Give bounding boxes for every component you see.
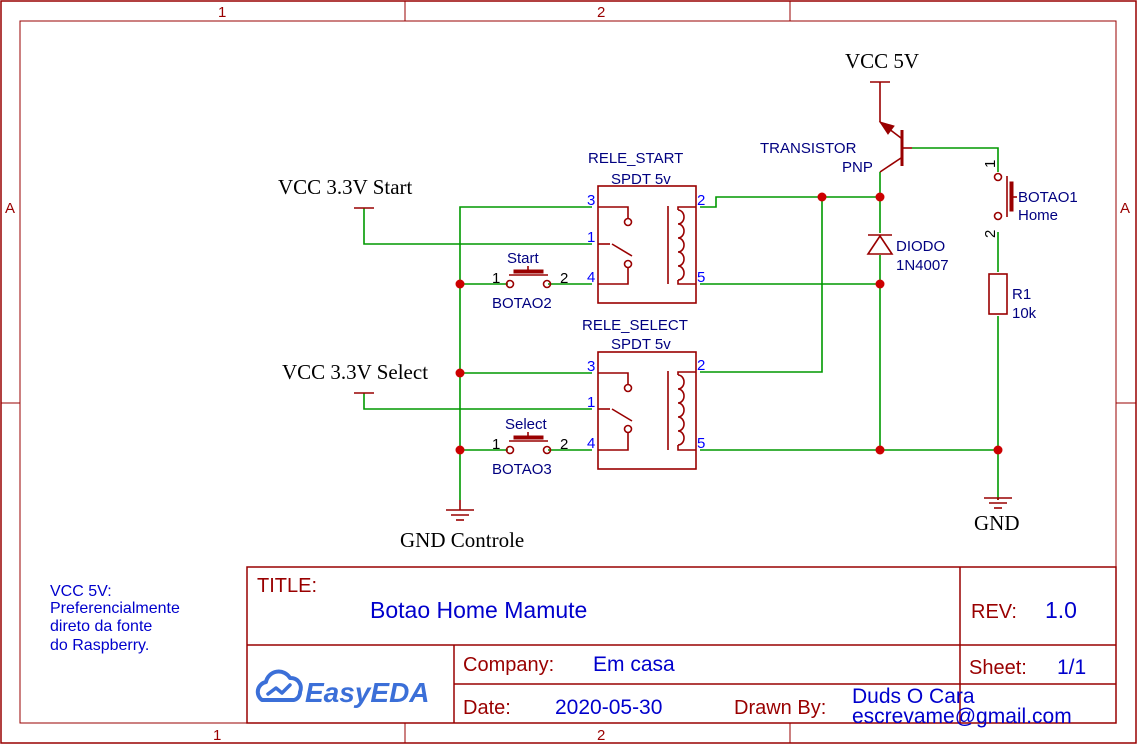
note-line: direto da fonte [50,618,152,635]
relay-select-name: RELE_SELECT [582,317,688,334]
design-note: VCC 5V: Preferencialmente direto da font… [50,583,180,654]
wires [363,147,999,500]
logo-text: EasyEDA [305,677,430,708]
frame-col-label: 1 [213,727,221,744]
relay-start-value: SPDT 5v [611,171,671,188]
resistor-r1: R1 10k [988,273,1037,322]
pin-number: 2 [697,192,705,209]
botao2-label: Start [507,250,540,267]
title-label: TITLE: [257,575,317,597]
junction-dot [455,368,465,378]
pin-number: 2 [560,270,568,287]
rev-value: 1.0 [1045,597,1077,623]
easyeda-logo: EasyEDA [255,669,430,708]
rev-label: REV: [971,601,1017,623]
pin-number: 2 [560,436,568,453]
relay-start-name: RELE_START [588,150,683,167]
pin-number: 1 [492,270,500,287]
botao2-name: BOTAO2 [492,295,552,312]
pin-number: 1 [492,436,500,453]
date-value: 2020-05-30 [555,696,662,719]
junction-dot [875,445,885,455]
transistor-pnp: TRANSISTOR PNP [760,108,912,176]
pin-number: 1 [587,229,595,246]
relay-start: 3 1 4 2 5 RELE_START SPDT 5v [587,150,705,304]
resistor-value: 10k [1012,305,1037,322]
note-line: do Raspberry. [50,637,149,654]
cloud-icon [255,669,303,702]
net-label-gnd-controle: GND Controle [400,528,524,552]
pushbutton-botao1: 1 2 BOTAO1 Home [982,160,1078,238]
frame-row-label: A [1120,200,1130,217]
note-line: Preferencialmente [50,600,180,617]
net-label-vcc33-start: VCC 3.3V Start [278,175,413,199]
relay-select-value: SPDT 5v [611,336,671,353]
date-label: Date: [463,697,511,719]
net-vcc5v: VCC 5V [845,49,919,108]
pushbutton-botao3: 1 2 Select BOTAO3 [492,416,568,478]
junction-dot [455,279,465,289]
net-label-vcc5v: VCC 5V [845,49,919,73]
frame-row-label: A [5,200,15,217]
sheet-label: Sheet: [969,657,1027,679]
botao3-label: Select [505,416,548,433]
pin-number: 3 [587,358,595,375]
junction-dot [875,279,885,289]
junctions [455,192,1003,455]
transistor-value: PNP [842,159,873,176]
frame-col-label: 1 [218,4,226,21]
net-vcc33-start: VCC 3.3V Start [278,175,413,209]
diode-value: 1N4007 [896,257,949,274]
pin-number: 4 [587,269,595,286]
junction-dot [455,445,465,455]
resistor-name: R1 [1012,286,1031,303]
botao1-value: Home [1018,207,1058,224]
net-vcc33-select: VCC 3.3V Select [282,360,428,394]
ground-symbol: GND [974,497,1020,535]
junction-dot [817,192,827,202]
junction-dot [993,445,1003,455]
drawn-by-label: Drawn By: [734,697,826,719]
pin-number: 4 [587,435,595,452]
ground-symbol-controle: GND Controle [400,500,524,552]
company-label: Company: [463,654,554,676]
sheet-value: 1/1 [1057,656,1086,679]
frame-col-label: 2 [597,4,605,21]
botao1-name: BOTAO1 [1018,189,1078,206]
pin-number: 1 [587,394,595,411]
frame-col-label: 2 [597,727,605,744]
pin-number: 2 [697,357,705,374]
botao3-name: BOTAO3 [492,461,552,478]
transistor-name: TRANSISTOR [760,140,857,157]
pin-number: 2 [982,230,999,238]
page-title: Botao Home Mamute [370,597,587,623]
pin-number: 5 [697,435,705,452]
pin-number: 1 [982,160,999,168]
pushbutton-botao2: 1 2 Start BOTAO2 [492,250,568,312]
drawn-by-name: Duds O Cara [852,685,975,708]
diode-1n4007: DIODO 1N4007 [866,234,949,274]
pin-number: 5 [697,269,705,286]
pin-number: 3 [587,192,595,209]
diode-name: DIODO [896,238,945,255]
junction-dot [875,192,885,202]
net-label-vcc33-select: VCC 3.3V Select [282,360,428,384]
company-value: Em casa [593,653,675,676]
drawn-by-email: escrevame@gmail.com [852,705,1072,728]
title-block: TITLE: Botao Home Mamute REV: 1.0 Compan… [246,566,1117,728]
relay-select: 3 1 4 2 5 RELE_SELECT SPDT 5v [582,317,705,470]
note-line: VCC 5V: [50,583,112,600]
net-label-gnd: GND [974,511,1020,535]
